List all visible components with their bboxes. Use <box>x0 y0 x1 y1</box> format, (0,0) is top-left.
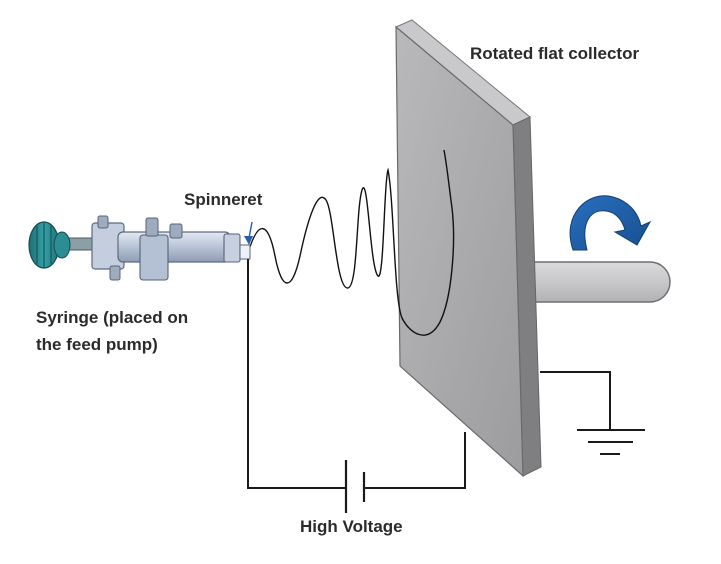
flat-collector-plate <box>395 19 542 478</box>
spinneret-label: Spinneret <box>184 190 263 209</box>
syringe-knob <box>28 221 71 269</box>
high-voltage-label: High Voltage <box>300 517 403 536</box>
curved-rotation-arrow-icon <box>569 195 652 251</box>
collector-label: Rotated flat collector <box>470 44 639 63</box>
ground-symbol-icon <box>577 429 645 455</box>
syringe-label-line1: Syringe (placed on <box>36 308 188 327</box>
circuit-wires <box>247 259 611 489</box>
syringe-label-line2: the feed pump) <box>36 335 158 354</box>
polymer-jet <box>247 149 455 336</box>
syringe <box>28 215 251 281</box>
spinneret-pointer-arrow <box>244 221 253 245</box>
collector-shaft <box>519 261 671 303</box>
dc-voltage-source-icon <box>344 460 366 513</box>
